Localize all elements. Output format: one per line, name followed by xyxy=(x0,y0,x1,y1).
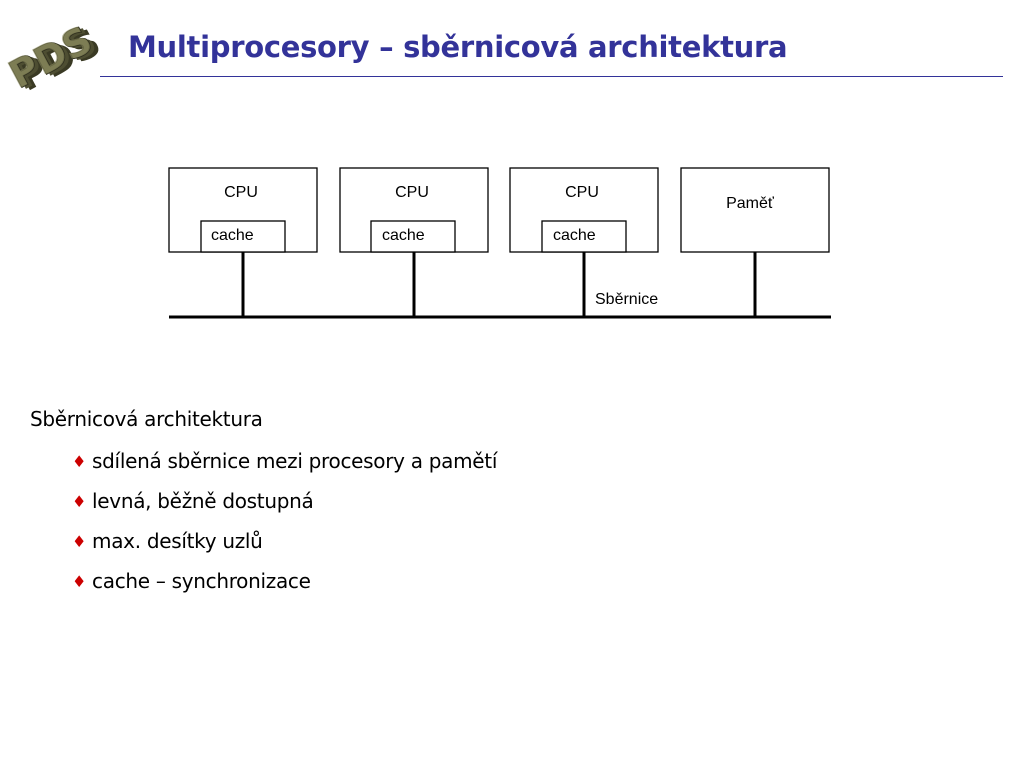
diamond-bullet-icon: ♦ xyxy=(72,492,87,511)
cpu-node-3: CPU cache xyxy=(509,167,659,253)
list-item-text: max. desítky uzlů xyxy=(92,529,263,553)
diamond-bullet-icon: ♦ xyxy=(72,572,87,591)
cache-label: cache xyxy=(553,227,596,244)
cpu-label: CPU xyxy=(395,184,429,201)
cache-box xyxy=(370,220,456,253)
cache-box xyxy=(541,220,627,253)
cache-label: cache xyxy=(382,227,425,244)
list-item-text: sdílená sběrnice mezi procesory a pamětí xyxy=(92,449,498,473)
list-item-text: levná, běžně dostupná xyxy=(92,489,314,513)
section-heading: Sběrnicová architektura xyxy=(30,407,263,431)
cpu-label: CPU xyxy=(565,184,599,201)
list-item: ♦ max. desítky uzlů xyxy=(72,526,497,566)
diamond-bullet-icon: ♦ xyxy=(72,452,87,471)
list-item-text: cache – synchronizace xyxy=(92,569,311,593)
list-item: ♦ cache – synchronizace xyxy=(72,566,497,606)
cache-label: cache xyxy=(211,227,254,244)
pds-logo: PDS PDS PDS PDS xyxy=(4,17,108,94)
title-underline xyxy=(100,76,1003,77)
cpu-node-1: CPU cache xyxy=(168,167,318,253)
cpu-label: CPU xyxy=(224,184,258,201)
bus-label: Sběrnice xyxy=(595,291,658,308)
page-title: Multiprocesory – sběrnicová architektura xyxy=(128,30,788,64)
list-item: ♦ sdílená sběrnice mezi procesory a pamět… xyxy=(72,446,497,486)
memory-node: Paměť xyxy=(680,167,830,253)
memory-label: Paměť xyxy=(726,195,775,212)
cpu-node-2: CPU cache xyxy=(339,167,489,253)
bullet-list: ♦ sdílená sběrnice mezi procesory a pamět… xyxy=(72,446,497,606)
diamond-bullet-icon: ♦ xyxy=(72,532,87,551)
cache-box xyxy=(200,220,286,253)
list-item: ♦ levná, běžně dostupná xyxy=(72,486,497,526)
content-section: Sběrnicová architektura ♦ sdílená sběrnic… xyxy=(30,404,497,606)
